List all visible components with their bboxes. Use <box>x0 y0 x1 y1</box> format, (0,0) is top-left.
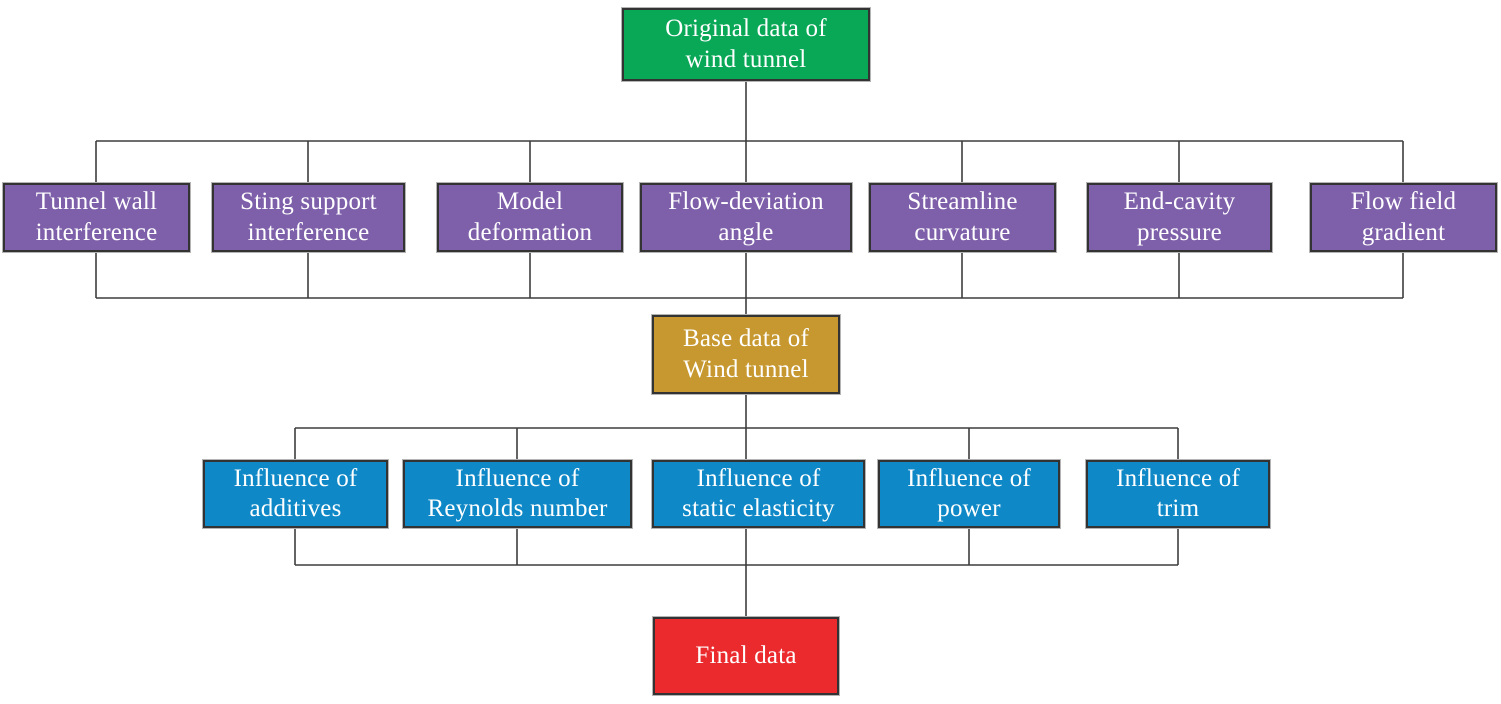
node-end-cavity-pressure: End-cavity pressure <box>1087 183 1272 252</box>
node-influence-trim: Influence of trim <box>1086 460 1270 528</box>
node-model-deformation: Model deformation <box>437 183 623 252</box>
node-sting-support-interference: Sting support interference <box>212 183 405 252</box>
node-influence-additives: Influence of additives <box>203 460 388 528</box>
node-flow-field-gradient: Flow field gradient <box>1310 183 1497 252</box>
node-influence-reynolds-number: Influence of Reynolds number <box>403 460 632 528</box>
node-original-data: Original data of wind tunnel <box>622 8 870 81</box>
node-tunnel-wall-interference: Tunnel wall interference <box>3 183 190 252</box>
node-base-data: Base data of Wind tunnel <box>652 315 840 394</box>
node-influence-static-elasticity: Influence of static elasticity <box>652 460 865 528</box>
node-influence-power: Influence of power <box>878 460 1060 528</box>
node-final-data: Final data <box>653 617 839 695</box>
node-flow-deviation-angle: Flow-deviation angle <box>640 183 852 252</box>
node-streamline-curvature: Streamline curvature <box>869 183 1056 252</box>
